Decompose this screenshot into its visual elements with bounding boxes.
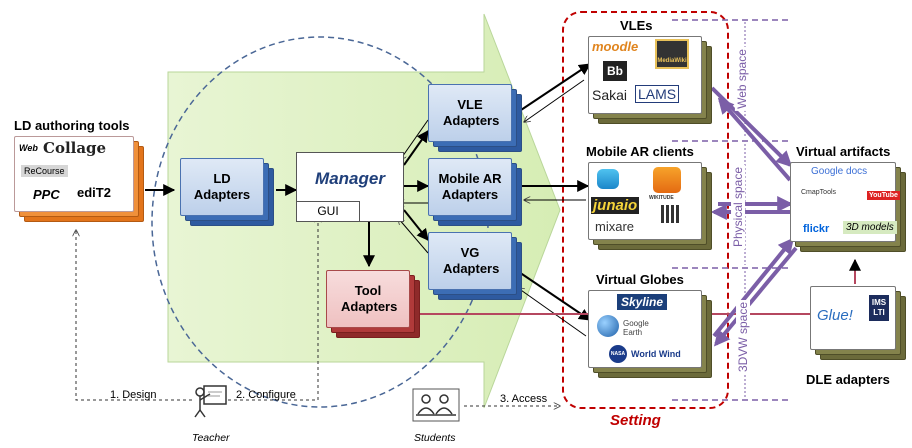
vles-title: VLEs <box>620 18 653 33</box>
recourse-logo: ReCourse <box>21 165 68 177</box>
wikitude-logo: WIKITUDE <box>649 195 674 201</box>
sakai-logo: Sakai <box>592 87 628 103</box>
design-step-label: 1. Design <box>110 389 157 401</box>
3dvw-space-label: 3DVW space <box>736 299 751 375</box>
flickr-logo: flickr <box>803 223 830 235</box>
glue-logo: Glue! <box>817 307 853 324</box>
wikitude-icon <box>653 167 681 193</box>
ld-adapters-label: LD Adapters <box>193 171 251 202</box>
qr-code-icon <box>661 205 679 223</box>
virtual-globes-box: Skyline Google Earth NASA World Wind <box>588 290 712 380</box>
ims-lti-logo: IMS LTI <box>869 295 889 321</box>
mediawiki-logo: MediaWiki <box>655 39 689 69</box>
dle-adapters-title: DLE adapters <box>806 372 890 387</box>
mixare-logo: mixare <box>595 219 635 234</box>
teacher-label: Teacher <box>192 432 230 444</box>
setting-label: Setting <box>610 412 661 429</box>
vg-adapters-box: VG Adapters <box>428 232 524 302</box>
google-earth-icon <box>597 315 619 337</box>
virtual-artifacts-title: Virtual artifacts <box>796 144 891 159</box>
ld-authoring-tools-box: Web Collage ReCourse PPC ediT2 <box>14 136 146 224</box>
tool-adapters-box: Tool Adapters <box>326 270 422 340</box>
virtual-artifacts-box: Google docs CmapTools YouTube flickr 3D … <box>790 162 906 254</box>
webcollage-logo: Web <box>19 143 38 153</box>
vle-adapters-box: VLE Adapters <box>428 84 524 154</box>
gui-label: GUI <box>317 204 339 218</box>
manager-title: Manager <box>315 169 385 188</box>
ppc-logo: PPC <box>33 187 60 202</box>
students-figure <box>412 388 460 422</box>
setting-boundary <box>562 11 729 409</box>
ld-authoring-tools-title: LD authoring tools <box>14 118 130 133</box>
tool-adapters-label: Tool Adapters <box>341 283 398 314</box>
mobile-ar-clients-title: Mobile AR clients <box>586 144 694 159</box>
gui-box[interactable]: GUI <box>297 201 360 221</box>
vle-adapters-label: VLE Adapters <box>443 97 500 128</box>
web-space-label: Web space <box>734 47 749 111</box>
virtual-globes-title: Virtual Globes <box>596 272 684 287</box>
access-step-label: 3. Access <box>500 393 548 405</box>
physical-space-label: Physical space <box>731 164 746 250</box>
configure-step-label: 2. Configure <box>236 389 296 401</box>
teacher-icon <box>194 385 227 418</box>
google-docs-logo: Google docs <box>811 166 868 177</box>
cmaptools-logo: CmapTools <box>801 189 837 196</box>
skyline-logo: Skyline <box>617 294 668 310</box>
mobile-ar-adapters-box: Mobile AR Adapters <box>428 158 524 228</box>
blackboard-logo: Bb <box>603 61 627 81</box>
google-earth-logo: Google Earth <box>623 319 649 337</box>
mobile-ar-clients-box: WIKITUDE junaio mixare <box>588 162 712 252</box>
junaio-logo: junaio <box>591 197 640 214</box>
mobile-ar-adapters-label: Mobile AR Adapters <box>438 171 502 202</box>
students-icon <box>412 388 460 422</box>
students-label: Students <box>414 432 456 444</box>
edit2-logo: ediT2 <box>77 185 111 200</box>
vg-adapters-label: VG Adapters <box>443 245 500 276</box>
ld-adapters-box: LD Adapters <box>180 158 276 228</box>
manager-box: Manager GUI <box>296 152 404 222</box>
lams-logo: LAMS <box>635 85 680 103</box>
3d-models-logo: 3D models <box>843 221 897 234</box>
world-wind-logo: World Wind <box>631 349 681 359</box>
collage-logo: Collage <box>43 139 107 157</box>
vles-box: moodle MediaWiki Bb Sakai LAMS <box>588 36 712 126</box>
moodle-logo: moodle <box>592 39 639 54</box>
dle-adapters-box: Glue! IMS LTI <box>810 286 906 362</box>
youtube-logo: YouTube <box>867 191 900 200</box>
teacher-figure <box>192 384 228 418</box>
app-icon <box>597 169 619 189</box>
nasa-logo: NASA <box>609 345 627 363</box>
